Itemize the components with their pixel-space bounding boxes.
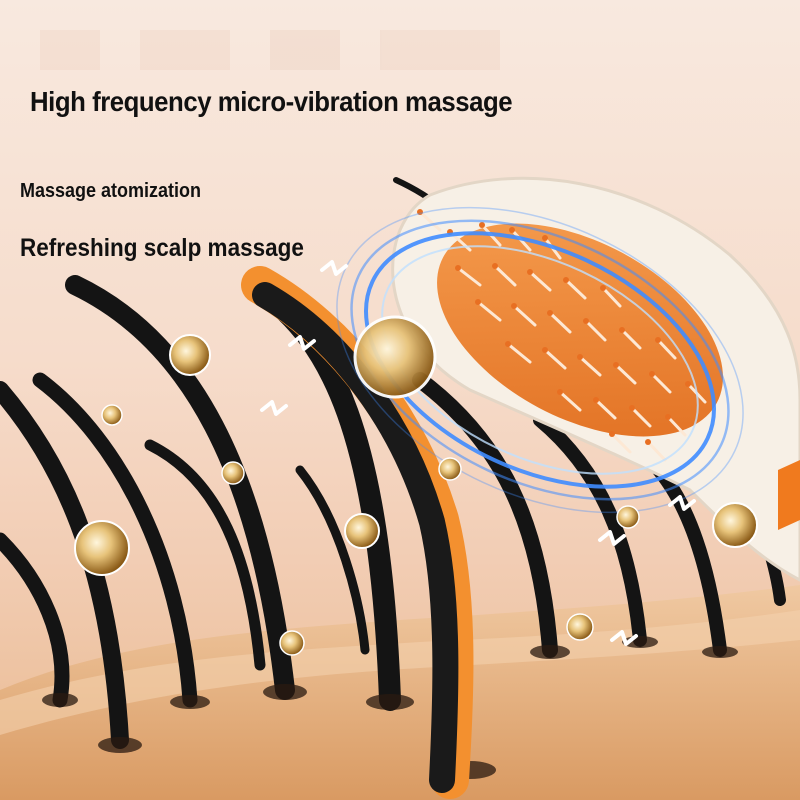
feature-massage-atomization: Massage atomization (20, 180, 202, 202)
hair-strand-icon (0, 381, 129, 749)
droplet-icon (353, 315, 437, 399)
zigzag-vibration-icon (668, 495, 696, 511)
hair-strand-icon (32, 372, 198, 708)
bristle-tips (417, 209, 691, 445)
droplets (74, 315, 758, 656)
hair-strand-icon (533, 413, 647, 647)
droplet-icon (279, 630, 305, 656)
zigzag-vibration-icon (610, 630, 638, 646)
hair-strand-icon (144, 439, 266, 671)
droplet-icon (169, 334, 211, 376)
brush-bristles (418, 210, 707, 462)
droplet-icon (101, 404, 123, 426)
zigzag-vibration-icon (260, 400, 288, 416)
droplet-icon (221, 461, 245, 485)
hair-strand-icon (295, 465, 370, 655)
featured-hair-strand (241, 266, 474, 799)
droplet-icon (616, 505, 640, 529)
scalp-skin-highlight (0, 610, 800, 735)
hair-strand-icon (412, 372, 558, 658)
feature-refreshing-scalp-massage: Refreshing scalp massage (20, 234, 304, 262)
hair-strand-icon (65, 275, 295, 700)
zigzag-vibration-marks (260, 260, 696, 646)
headline: High frequency micro-vibration massage (30, 86, 513, 117)
droplet-icon (344, 513, 380, 549)
droplet-icon (712, 502, 758, 548)
zigzag-vibration-icon (288, 335, 316, 351)
zigzag-vibration-icon (598, 530, 626, 546)
background-texture (40, 30, 500, 70)
brush-handle-stripe (778, 460, 800, 530)
droplet-icon (438, 457, 462, 481)
droplet-icon (74, 520, 130, 576)
hair-strand-icon (0, 532, 70, 708)
droplet-icon (566, 613, 594, 641)
brush-icon (391, 176, 800, 582)
zigzag-vibration-icon (320, 260, 348, 276)
brush-pad (437, 223, 723, 437)
